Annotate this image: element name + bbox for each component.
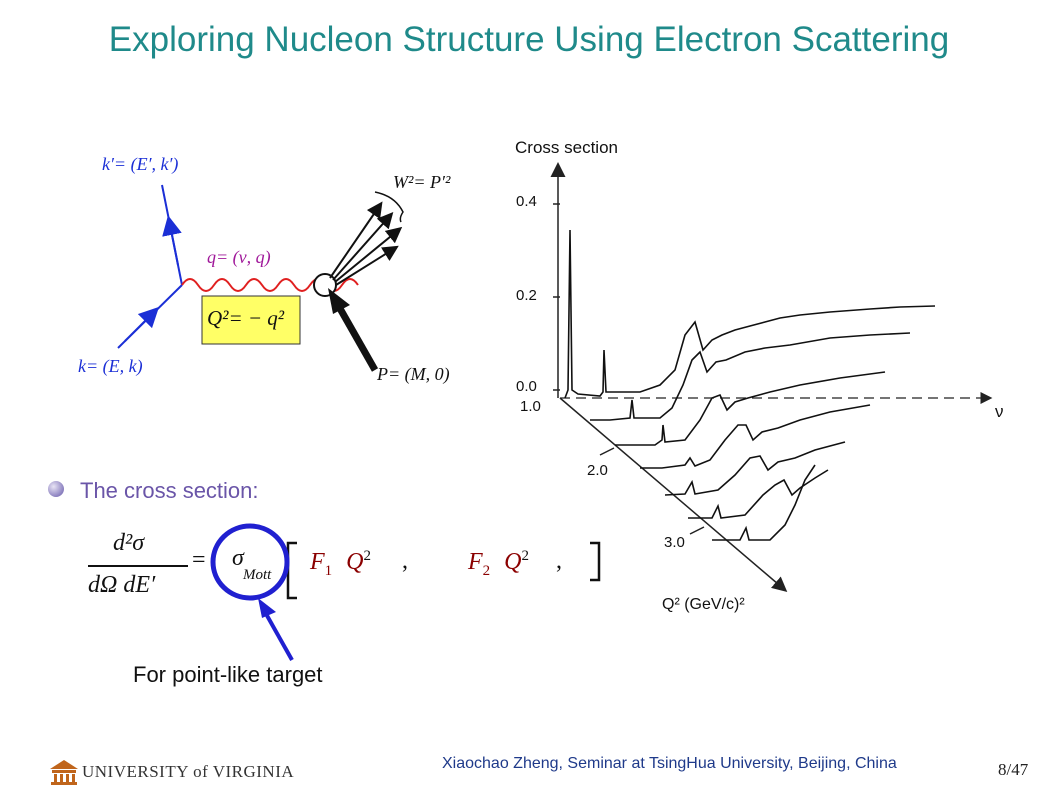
q2-box	[201, 295, 301, 345]
spectrum-curve-7	[712, 464, 816, 541]
plot-ylabel: Cross section	[515, 138, 618, 157]
hadron-jet-2	[332, 212, 394, 281]
y-tick-label-00: 0.0	[516, 378, 537, 395]
q2-tick-label-10: 1.0	[520, 398, 541, 415]
hadron-jet-4	[335, 245, 399, 286]
right-bracket	[590, 541, 601, 582]
proton-arrow-line	[334, 303, 379, 372]
spectrum-curve-5	[664, 441, 846, 496]
formula-mott-sigma: σ	[232, 545, 244, 571]
page-number: 8/47	[998, 760, 1029, 779]
annotation-text: For point-like target	[133, 662, 323, 687]
formula-f1: F1 Q2	[310, 548, 371, 580]
formula-lhs-numerator: d²σ	[113, 530, 145, 556]
q2-axis-label: Q² (GeV/c)²	[662, 596, 745, 613]
left-bracket	[286, 541, 297, 600]
bullet-text: The cross section:	[80, 478, 259, 503]
f1-subscript: 1	[324, 562, 333, 579]
formula-comma-2: ,	[556, 548, 562, 574]
university-logo	[50, 760, 78, 785]
label-q: q= (ν, q)	[207, 247, 271, 267]
formula-f2: F2 Q2	[468, 548, 529, 580]
label-q2: Q²= − q²	[207, 306, 285, 330]
f2-q-sup: 2	[521, 548, 530, 564]
f1-symbol: F	[310, 549, 325, 575]
annotation-pointer-head	[258, 598, 276, 618]
f2-symbol: F	[468, 549, 483, 575]
spectrum-curve-4	[640, 404, 871, 469]
outgoing-electron-arrow	[162, 215, 182, 266]
q2-tick-label-20: 2.0	[587, 462, 608, 479]
f1-q-sup: 2	[363, 548, 372, 564]
formula-lhs-denominator: dΩ dE′	[88, 572, 156, 598]
f2-q-symbol: Q	[504, 549, 522, 575]
hadron-jet-3	[334, 226, 403, 283]
incoming-electron-arrow	[124, 306, 160, 342]
q2-tick	[599, 447, 615, 456]
bullet-icon	[48, 481, 64, 497]
page-title: Exploring Nucleon Structure Using Electr…	[108, 20, 950, 59]
annotation-pointer	[263, 611, 294, 661]
footer-credit: Xiaochao Zheng, Seminar at TsingHua Univ…	[442, 755, 897, 772]
spectrum-curve-2	[590, 332, 911, 421]
formula-comma-1: ,	[402, 548, 408, 574]
label-k: k= (E, k)	[78, 356, 143, 376]
nu-axis-label: ν	[995, 402, 1004, 421]
spectrum-curve-1	[564, 229, 936, 399]
university-logo-text: UNIVERSITY of VIRGINIA	[82, 762, 295, 781]
formula-mott-sub: Mott	[243, 567, 272, 583]
spectrum-curve-3	[615, 371, 886, 446]
f1-q-symbol: Q	[346, 549, 364, 575]
label-k-prime: k′= (E′, k′)	[102, 154, 179, 174]
formula-fraction-bar	[88, 565, 188, 567]
proton-arrow-head	[328, 288, 350, 314]
mott-highlight-circle	[210, 523, 290, 601]
label-p: P= (M, 0)	[377, 364, 450, 384]
y-tick-label-04: 0.4	[516, 193, 537, 210]
q2-tick	[689, 526, 705, 535]
q2-tick-label-30: 3.0	[664, 534, 685, 551]
formula-equals: =	[192, 547, 206, 573]
label-w2: W²= P′²	[393, 172, 451, 192]
f2-subscript: 2	[482, 562, 491, 579]
w2-brace	[374, 191, 404, 223]
hadron-jet-1	[329, 201, 383, 279]
y-tick-label-02: 0.2	[516, 287, 537, 304]
